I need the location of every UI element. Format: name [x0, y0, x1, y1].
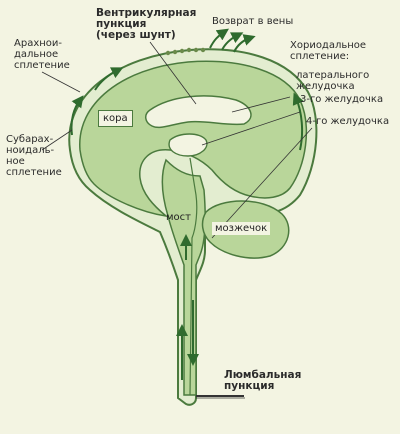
- label-third-ventricle: 3-го желудочка: [300, 94, 384, 105]
- label-return-to-veins: Возврат в вены: [212, 16, 294, 27]
- leader-lines: [41, 41, 313, 399]
- label-cerebellum: мозжечок: [212, 222, 271, 235]
- label-pons: мост: [166, 212, 191, 223]
- label-lumbar-puncture: Люмбальная пункция: [224, 369, 302, 392]
- label-choroid-plexus: Хориодальное сплетение:: [290, 40, 367, 62]
- lateral-ventricle: [145, 95, 252, 129]
- label-arachnoid-plexus: Арахнои- дальное сплетение: [14, 38, 70, 71]
- central-canal: [189, 157, 198, 396]
- csf-flow-arrows: [70, 28, 304, 380]
- label-subarachnoid-plexus: Субарах- ноидаль- ное сплетение: [6, 134, 62, 178]
- label-lateral-ventricle: латерального желудочка: [296, 70, 370, 92]
- label-ventricular-puncture: Вентрикулярная пункция (через шунт): [96, 7, 197, 41]
- arachnoid-granulations: [165, 47, 206, 56]
- brainstem: [161, 158, 206, 396]
- third-ventricle: [168, 133, 208, 157]
- label-fourth-ventricle: 4-го желудочка: [306, 116, 390, 127]
- label-cortex: кора: [98, 110, 133, 127]
